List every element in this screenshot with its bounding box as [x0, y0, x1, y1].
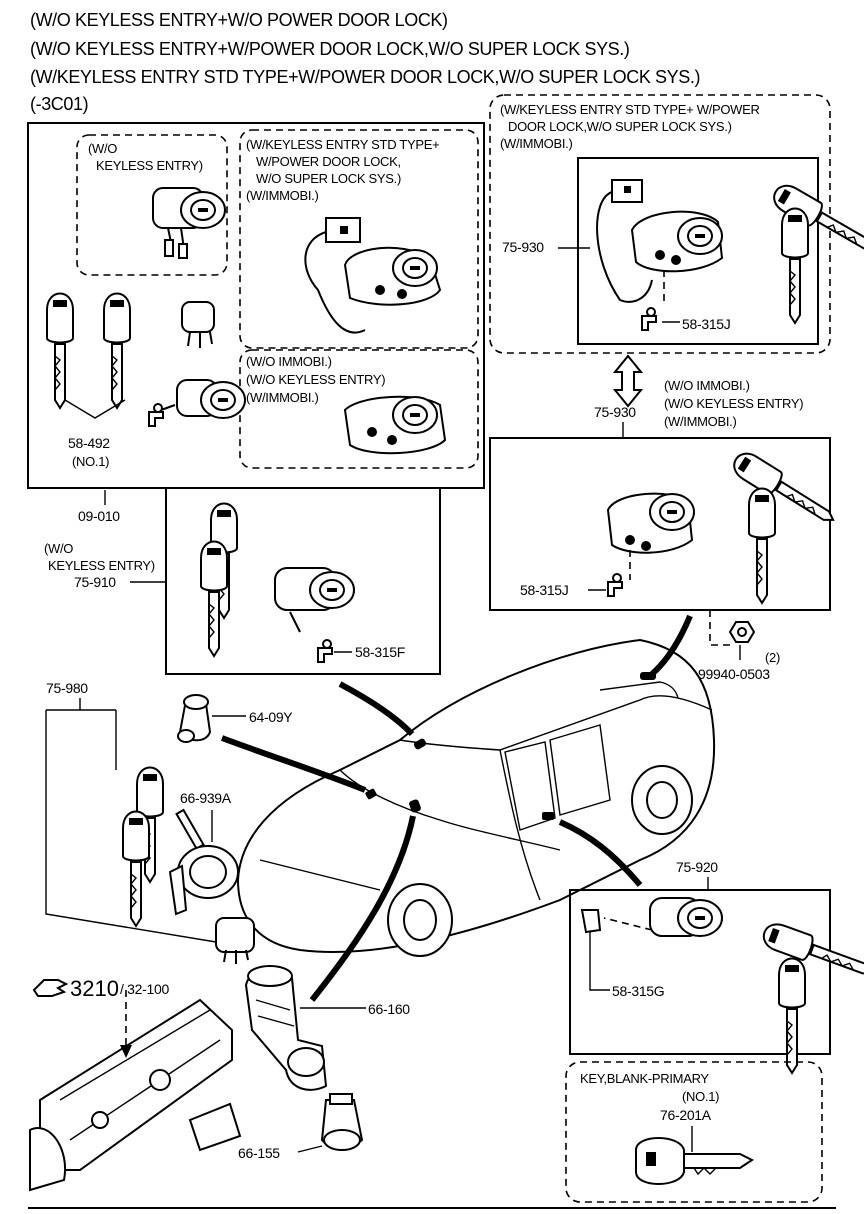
part-32-100: / 32-100 [120, 981, 169, 997]
wo-keyless-label-2: KEYLESS ENTRY) [96, 158, 203, 173]
leader-line [64, 399, 126, 419]
retainer-clip-icon [317, 639, 333, 663]
part-75-920: 75-920 [676, 859, 718, 875]
retainer-clip-icon [580, 909, 602, 934]
wo-keyless-dashed-box [76, 134, 228, 276]
part-75-930-top: 75-930 [502, 239, 544, 255]
part-75-930-mid: 75-930 [594, 404, 636, 420]
steering-lock-icon [244, 965, 328, 1091]
w-keyless-immobi-label-2: W/POWER DOOR LOCK, [256, 154, 401, 169]
key-icon [46, 292, 74, 409]
key-icon [175, 808, 205, 851]
hex-nut-icon [728, 621, 756, 643]
immobilizer-cylinder-icon [596, 179, 724, 303]
key-blank-dashed-box [565, 1061, 823, 1203]
part-58-492: 58-492 [68, 435, 110, 451]
immobilizer-coil-icon [168, 845, 239, 916]
car-body-illustration [236, 638, 716, 957]
pointing-hand-icon [32, 979, 69, 997]
right-mid-label-2: (W/O KEYLESS ENTRY) [664, 396, 803, 411]
right-top-label-1: (W/KEYLESS ENTRY STD TYPE+ W/POWER [500, 102, 760, 117]
right-top-frame [577, 157, 819, 345]
wo-immobi-label-2: (W/O KEYLESS ENTRY) [246, 372, 385, 387]
retainer-clip-icon [641, 307, 657, 331]
immobilizer-cylinder-icon [304, 217, 442, 334]
part-58-315J-top: 58-315J [682, 316, 731, 332]
left-mid-frame [165, 487, 441, 675]
key-icon [778, 957, 806, 1074]
door-cylinder-icon [343, 395, 447, 455]
right-mid-label-3: (W/IMMOBI.) [664, 414, 737, 429]
wo-immobi-label-1: (W/O IMMOBI.) [246, 354, 332, 369]
right-top-label-2: DOOR LOCK,W/O SUPER LOCK SYS.) [508, 119, 732, 134]
right-top-label-3: (W/IMMOBI.) [500, 136, 573, 151]
part-64-09Y: 64-09Y [249, 709, 293, 725]
left-mid-label-1: (W/O [44, 541, 73, 556]
w-keyless-immobi-label-1: (W/KEYLESS ENTRY STD TYPE+ [246, 137, 439, 152]
key-icon [103, 292, 131, 409]
part-66-939A: 66-939A [180, 790, 232, 806]
right-mid-frame [489, 437, 831, 611]
ignition-cylinder-icon [177, 694, 212, 743]
pointer-arrow [309, 815, 416, 1002]
key-icon [748, 487, 776, 604]
door-lock-cylinder-icon [649, 897, 723, 937]
part-99940-0503: 99940-0503 [698, 666, 770, 682]
pointer-arrow [338, 681, 415, 737]
part-75-980: 75-980 [46, 680, 88, 696]
key-icon [759, 919, 864, 985]
steering-column-icon [29, 998, 242, 1192]
w-keyless-immobi-dashed-box [239, 129, 479, 349]
header-line-2: (W/O KEYLESS ENTRY+W/POWER DOOR LOCK,W/O… [30, 39, 629, 59]
arrow-head-icon [120, 1045, 132, 1058]
door-lock-cylinder-icon [152, 187, 226, 259]
w-keyless-immobi-label-4: (W/IMMOBI.) [246, 188, 319, 203]
part-09-010: 09-010 [78, 508, 120, 524]
part-99940-quantity: (2) [765, 650, 780, 665]
key-icon [781, 207, 809, 324]
door-lock-cylinder-icon [274, 567, 355, 633]
right-bottom-frame [569, 889, 831, 1055]
double-arrow-icon [612, 354, 644, 408]
part-58-315F: 58-315F [355, 644, 405, 660]
header-line-1: (W/O KEYLESS ENTRY+W/O POWER DOOR LOCK) [30, 10, 448, 30]
part-66-160: 66-160 [368, 1001, 410, 1017]
key-blank-title: KEY,BLANK-PRIMARY [580, 1071, 709, 1086]
pointer-arrow [558, 819, 643, 887]
pointer-arrow [220, 735, 367, 793]
part-58-315G: 58-315G [612, 983, 664, 999]
key-icon [728, 447, 841, 532]
w-keyless-immobi-label-3: W/O SUPER LOCK SYS.) [256, 171, 401, 186]
lock-cylinder-icon [148, 379, 246, 427]
ignition-switch-icon [320, 1093, 364, 1151]
part-66-155: 66-155 [238, 1145, 280, 1161]
wo-immobi-label-3: (W/IMMOBI.) [246, 390, 319, 405]
part-3210: 3210 [70, 976, 119, 1001]
header-line-3: (W/KEYLESS ENTRY STD TYPE+W/POWER DOOR L… [30, 67, 700, 87]
part-58-492-qualifier: (NO.1) [72, 454, 109, 469]
leader-line [603, 917, 653, 931]
door-cylinder-icon [606, 492, 695, 554]
leader-line [709, 610, 730, 646]
part-76-201A: 76-201A [660, 1107, 712, 1123]
right-mid-label-1: (W/O IMMOBI.) [664, 378, 750, 393]
lock-cylinder-icon [215, 917, 255, 964]
leader-line [297, 1145, 323, 1153]
header-line-4: (-3C01) [30, 94, 88, 114]
pointer-arrow [649, 614, 693, 677]
leader-line [589, 932, 610, 991]
key-blank-icon [635, 1137, 754, 1185]
lock-cylinder-icon [181, 301, 215, 348]
retainer-clip-icon [607, 573, 623, 597]
leader-line [45, 698, 217, 943]
key-blank-qualifier: (NO.1) [682, 1089, 719, 1104]
wo-keyless-label-1: (W/O [88, 141, 117, 156]
left-mid-label-2: KEYLESS ENTRY) [48, 558, 155, 573]
part-75-910: 75-910 [74, 574, 116, 590]
part-58-315J-mid: 58-315J [520, 582, 569, 598]
